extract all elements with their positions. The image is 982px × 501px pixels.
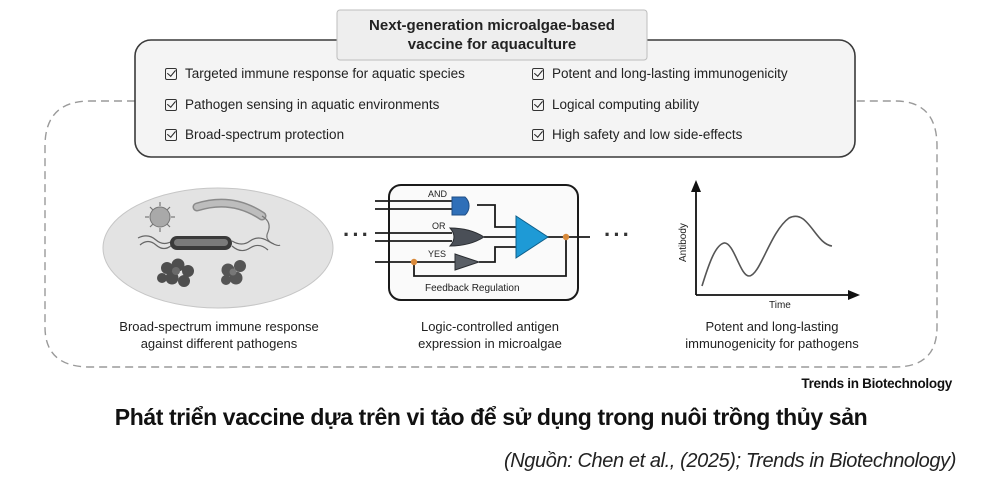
feedback-node	[410, 258, 418, 266]
yes-label: YES	[428, 249, 446, 259]
checkbox-icon	[532, 67, 544, 80]
checkbox-icon	[165, 98, 177, 111]
caption-right-line-2: immunogenicity for pathogens	[685, 336, 859, 351]
feedback-label: Feedback Regulation	[425, 283, 520, 294]
feature-label: Potent and long-lasting immunogenicity	[552, 66, 788, 81]
caption-middle-line-2: expression in microalgae	[418, 336, 562, 351]
checkbox-icon	[532, 128, 544, 141]
or-gate	[448, 227, 485, 247]
parasite-cluster-icon	[157, 258, 194, 287]
y-axis-label: Antibody	[678, 223, 689, 262]
figure-title: Next-generation microalgae-based vaccine…	[337, 10, 647, 60]
feature-label: Pathogen sensing in aquatic environments	[185, 97, 440, 112]
checkbox-icon	[165, 128, 177, 141]
pathogen-illustration	[102, 187, 334, 309]
and-label: AND	[428, 189, 448, 199]
virus-icon	[145, 202, 175, 232]
feature-label: Broad-spectrum protection	[185, 127, 345, 142]
title-line-2: vaccine for aquaculture	[407, 36, 577, 53]
antibody-curve	[701, 215, 833, 287]
title-line-1: Next-generation microalgae-based	[369, 17, 615, 34]
feature-item: Pathogen sensing in aquatic environments	[165, 97, 439, 112]
feature-item: Targeted immune response for aquatic spe…	[165, 66, 465, 81]
outer-dashed-frame	[44, 100, 938, 368]
amplifier-triangle	[515, 215, 549, 259]
feature-item: Potent and long-lasting immunogenicity	[532, 66, 788, 81]
antibody-graph: Antibody Time	[678, 180, 860, 311]
feature-item: Broad-spectrum protection	[165, 127, 344, 142]
fungal-spore-icon	[221, 260, 246, 285]
rod-bacterium-icon	[137, 235, 281, 252]
caption-right-line-1: Potent and long-lasting	[705, 319, 839, 334]
caption-middle-line-1: Logic-controlled antigen	[420, 319, 560, 334]
article-caption-source: (Nguồn: Chen et al., (2025); Trends in B…	[503, 450, 956, 472]
circuit-frame	[388, 184, 579, 301]
caption-left-line-2: against different pathogens	[140, 336, 298, 351]
caption-left: Broad-spectrum immune response against d…	[88, 318, 350, 352]
feature-label: Logical computing ability	[552, 97, 700, 112]
journal-brand: Trends in Biotechnology	[801, 376, 952, 391]
caption-left-line-1: Broad-spectrum immune response	[119, 319, 319, 334]
output-node	[562, 233, 570, 241]
feature-label: High safety and low side-effects	[552, 127, 743, 142]
article-caption-title: Phát triển vaccine dựa trên vi tảo để sử…	[114, 404, 868, 430]
yes-gate	[454, 253, 481, 271]
feature-label: Targeted immune response for aquatic spe…	[185, 66, 465, 81]
feature-item: Logical computing ability	[532, 97, 699, 112]
title-box	[336, 9, 648, 61]
x-axis-label: Time	[769, 300, 791, 311]
caption-middle: Logic-controlled antigen expression in m…	[370, 318, 610, 352]
ellipsis-separator: ···	[343, 222, 371, 247]
logic-circuit: AND OR YES Feedback Regulation	[375, 184, 590, 301]
and-gate	[451, 196, 470, 216]
checkbox-icon	[165, 67, 177, 80]
checkbox-icon	[532, 98, 544, 111]
or-label: OR	[432, 221, 446, 231]
ellipsis-separator: ···	[604, 222, 632, 247]
caption-right: Potent and long-lasting immunogenicity f…	[652, 318, 892, 352]
feature-item: High safety and low side-effects	[532, 127, 742, 142]
